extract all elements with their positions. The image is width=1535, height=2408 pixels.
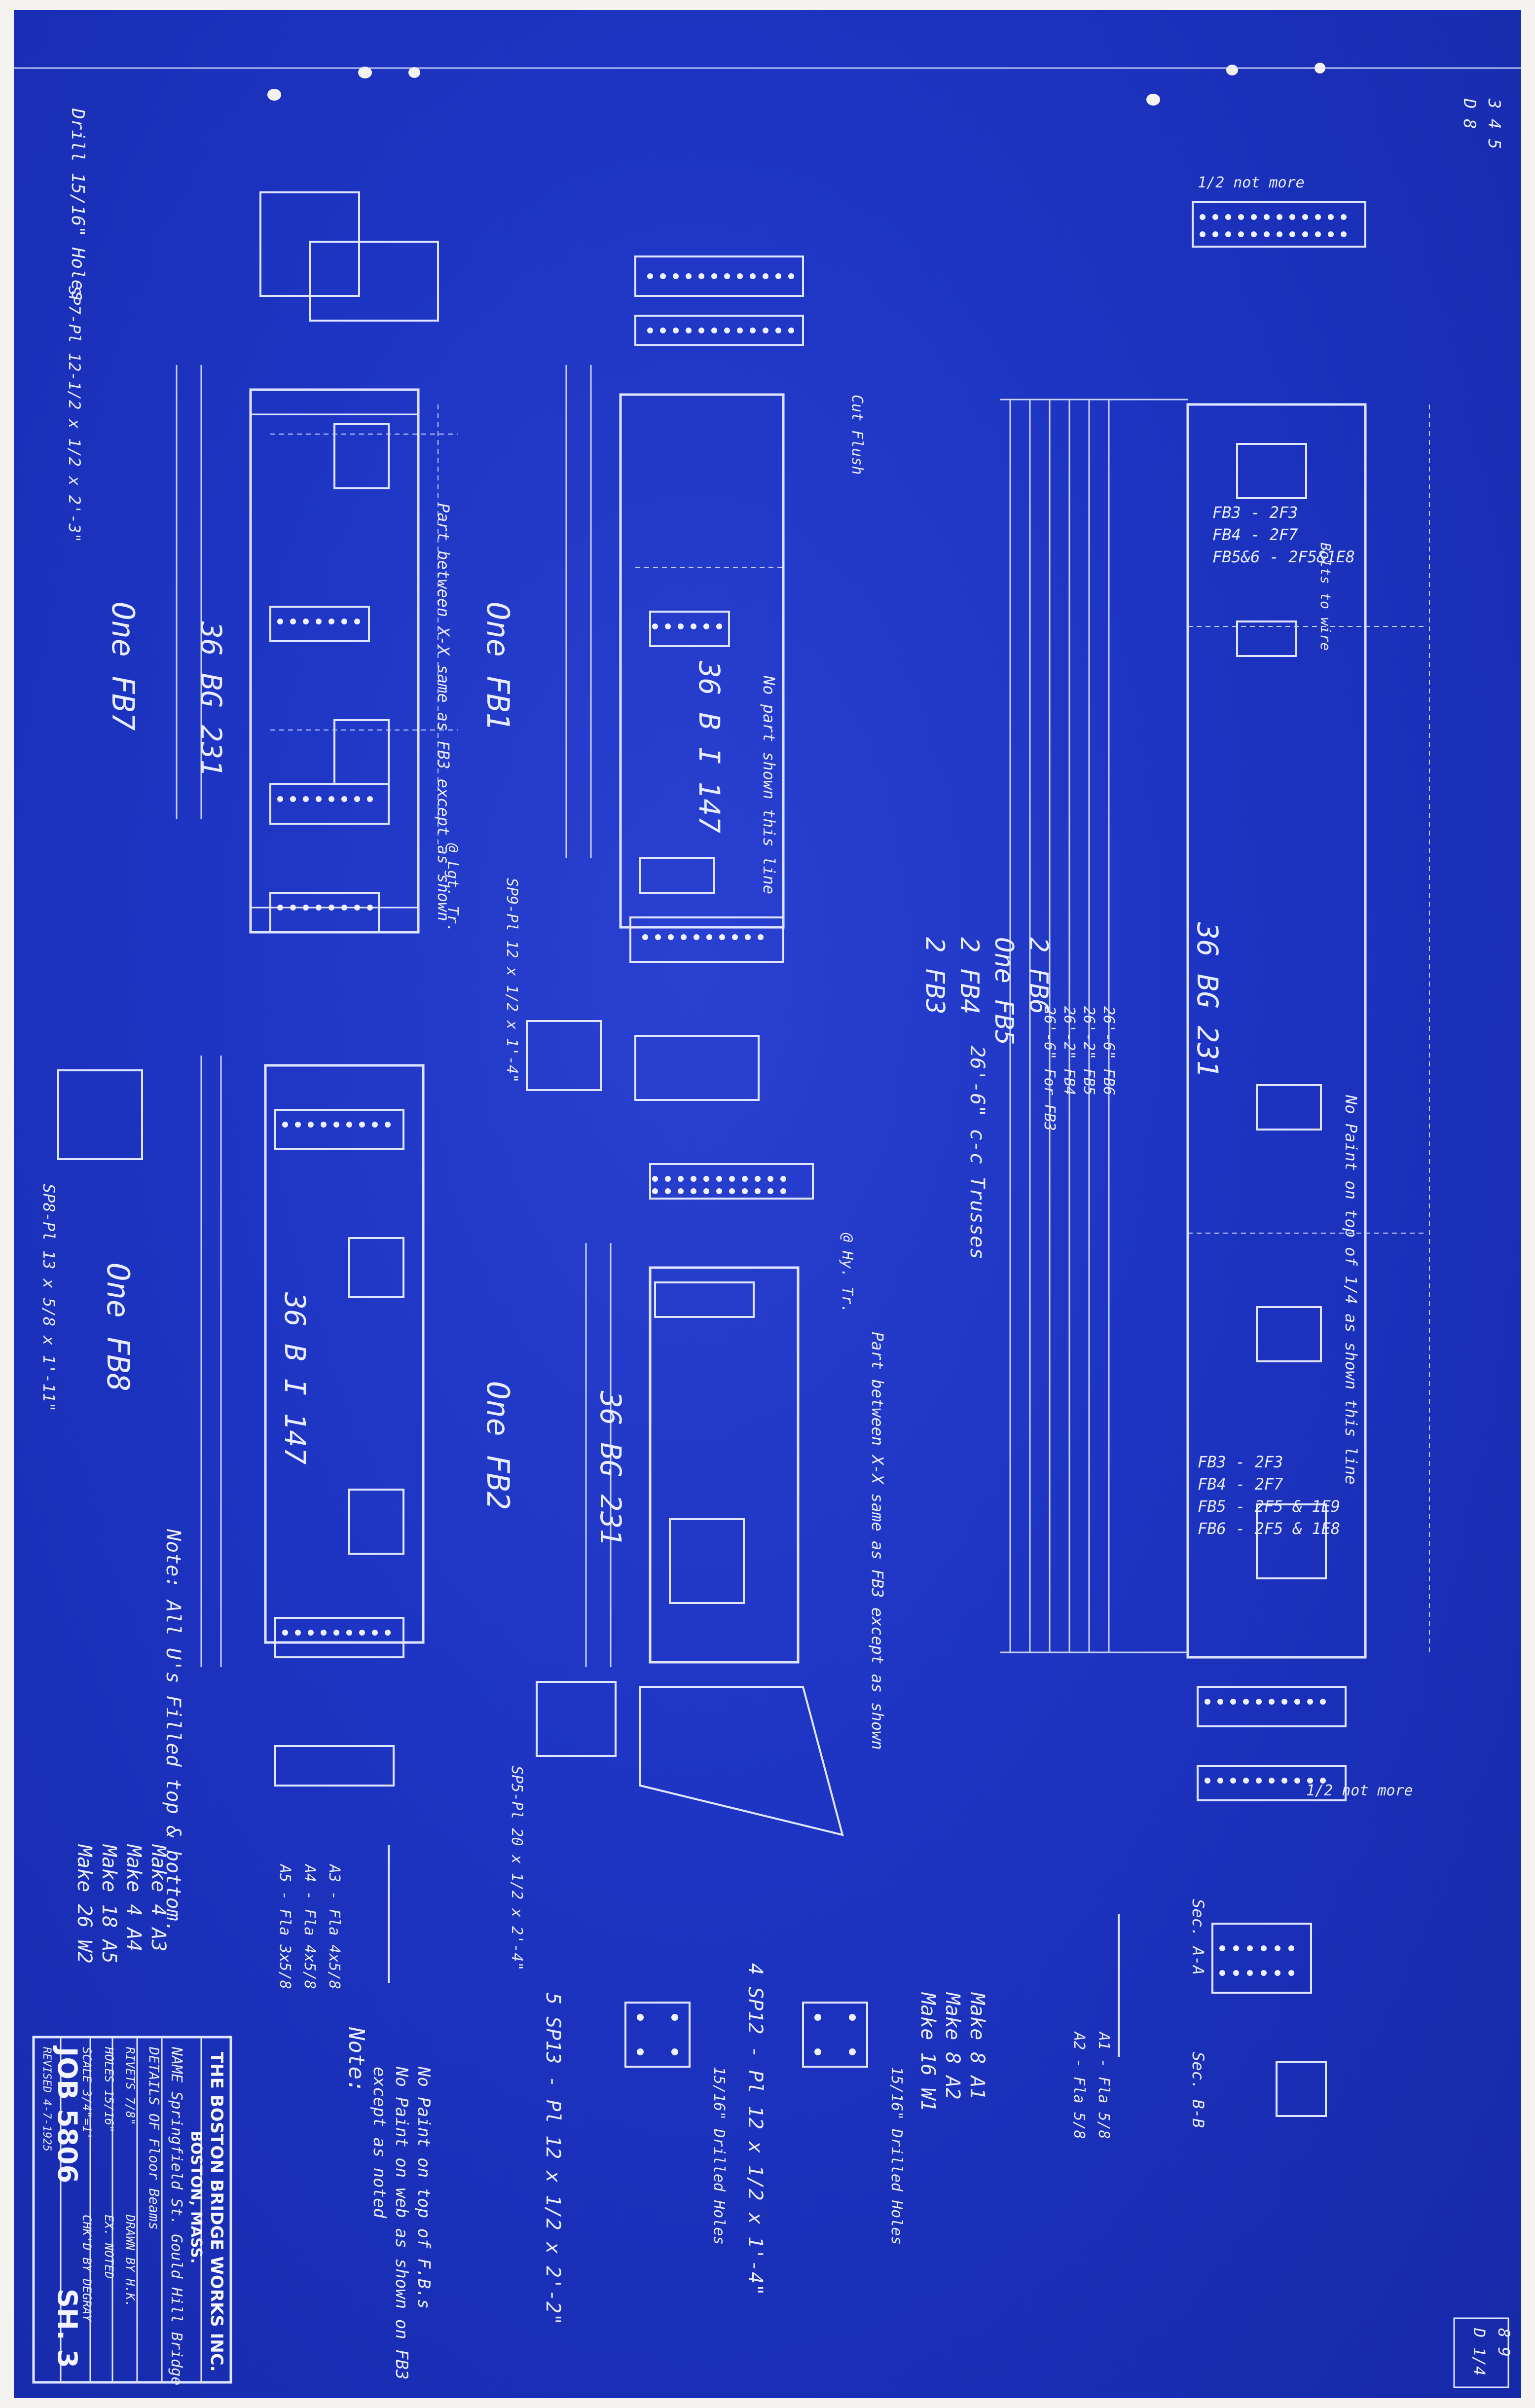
corner-top-1: 3 4 5 <box>1484 98 1504 149</box>
fb-lists: FB3 - 2F3 FB4 - 2F7 FB5&6 - 2F5&1E8 FB3 … <box>1041 503 1355 1538</box>
beam-fb2-title: One FB2 <box>480 1381 516 1510</box>
fb-list-3: FB5 - 2F5 & 1E9 <box>1198 1497 1340 1516</box>
make-2: Make 4 A4 <box>122 1844 145 1952</box>
filled-note: Note: All U's Filled top & bottom. <box>162 1529 184 1933</box>
sp7-label: SP7-Pl 12-1/2 x 1/2 x 2'-3" <box>65 286 84 543</box>
make2-1: Make 8 A1 <box>966 1992 988 2100</box>
title-block: THE BOSTON BRIDGE WORKS INC. BOSTON, MAS… <box>32 2036 232 2385</box>
make-4: Make 26 W2 <box>73 1844 96 1964</box>
section-b: Sec. B-B <box>1189 2052 1207 2128</box>
corner-top-2: D 8 <box>1460 98 1479 129</box>
rivet-holes <box>277 214 1347 1976</box>
fb3-line-1: 2 FB3 <box>920 937 950 1015</box>
no-part-label: No part shown this line <box>760 675 778 894</box>
bottom-note: 1/2 not more <box>1306 1782 1413 1799</box>
general-notes: Note: No Paint on top of F.B.s No Paint … <box>344 2027 434 2380</box>
dim-list-3: 26'-2" FB5 <box>1080 1006 1097 1095</box>
lgt-tr-label: @ Lgt. Tr. <box>444 843 461 933</box>
except-noted: EX. NOTED <box>102 2215 116 2279</box>
fb-list-1: FB3 - 2F3 <box>1198 1453 1283 1471</box>
beam-fb7-section: 36 BG 231 <box>194 621 228 776</box>
details-of: DETAILS OF Floor Beams <box>146 2046 162 2230</box>
corner-bottom-2: D 1/4 <box>1470 2328 1489 2375</box>
part-2: A4 - Fla 4x5/8 <box>301 1863 318 1989</box>
beam-fb3-section: 36 BG 231 <box>1191 922 1224 1077</box>
splice-2: 4 SP12 - Pl 12 x 1/2 x 1'-4" <box>744 1963 767 2296</box>
fb3-group-title: 2 FB3 2 FB4 One FB5 2 FB6 <box>920 937 1053 1045</box>
beam-fb7-title: One FB7 <box>105 602 141 730</box>
scale: SCALE 3/4"=1' <box>80 2047 94 2140</box>
dim-list-1: 26'-6" For FB3 <box>1041 1006 1058 1131</box>
beam-fb2-section: 36 BG 231 <box>594 1390 627 1546</box>
drilled-holes-b: 15/16" Drilled Holes <box>888 2067 905 2245</box>
dim-list-4: 26'-6" FB6 <box>1100 1006 1117 1095</box>
part-4: A1 - Fla 5/8 <box>1095 2031 1112 2139</box>
drill-holes-label: Drill 15/16" Holes <box>68 108 88 301</box>
notes-line-1: No Paint on top of F.B.s <box>414 2066 434 2309</box>
part-3: A5 - Fla 3x5/8 <box>276 1863 293 1989</box>
beam-fb8-section: 36 B I 147 <box>278 1292 312 1464</box>
corner-bottom-1: 8 9 <box>1495 2328 1513 2357</box>
company-city: BOSTON, MASS. <box>187 2131 205 2263</box>
beam-fb2-drawing <box>536 1163 844 1836</box>
sp5-label: SP5-Pl 20 x 1/2 x 2'-4" <box>508 1766 525 1970</box>
beam-fb1-drawing <box>526 255 804 1101</box>
sheet-number: SH. 3 <box>52 2289 83 2368</box>
project-name: NAME Springfield St. Gould Hill Bridge <box>168 2046 185 2385</box>
fb3-line-2: 2 FB4 <box>954 937 984 1015</box>
top-note: 1/2 not more <box>1198 174 1305 191</box>
blueprint-sheet: One FB7 36 BG 231 One FB1 36 B I 147 36 … <box>14 10 1521 2398</box>
detail-plates <box>388 1845 1120 2068</box>
callouts: Drill 15/16" Holes SP7-Pl 12-1/2 x 1/2 x… <box>39 108 1413 2245</box>
part-between-fb2-label: Part between X-X same as FB3 except as s… <box>868 1332 887 1750</box>
make2-2: Make 8 A2 <box>941 1992 964 2100</box>
beam-labels: One FB7 36 BG 231 One FB1 36 B I 147 36 … <box>100 602 1224 1546</box>
part-marks: A3 - Fla 4x5/8 A4 - Fla 4x5/8 A5 - Fla 3… <box>276 1863 1207 2325</box>
company-name: THE BOSTON BRIDGE WORKS INC. <box>207 2052 226 2372</box>
section-a: Sec. A-A <box>1189 1899 1207 1975</box>
no-paint-label: No Paint on top of 1/4 as shown this lin… <box>1342 1095 1360 1485</box>
sp9-label: SP9-Pl 12 x 1/2 x 1'-4" <box>503 878 520 1083</box>
fb-list-2: FB4 - 2F7 <box>1198 1475 1283 1494</box>
fb-top-2: FB4 - 2F7 <box>1212 525 1298 544</box>
sp8-label: SP8-Pl 13 x 5/8 x 1'-11" <box>39 1184 58 1412</box>
rivets-size: RIVETS 7/8" <box>123 2047 137 2125</box>
beam-fb1-section: 36 B I 147 <box>693 660 726 833</box>
checked-by: CHK'D BY DEGRAY <box>80 2215 94 2322</box>
make-3: Make 18 A5 <box>98 1844 120 1964</box>
blueprint-drawing: One FB7 36 BG 231 One FB1 36 B I 147 36 … <box>14 63 1521 2388</box>
make2-3: Make 16 W1 <box>916 1992 939 2112</box>
beam-fb7-drawing <box>176 191 458 934</box>
fb3-line-3: One FB5 <box>989 937 1019 1045</box>
trusses-dimension: 26'-6" c-c Trusses <box>966 1046 988 1259</box>
job-number: JOB 5806 <box>52 2045 83 2183</box>
make-lists: Make 4 A3 Make 4 A4 Make 18 A5 Make 26 W… <box>73 1844 988 2112</box>
fb-top-3: FB5&6 - 2F5&1E8 <box>1212 547 1355 566</box>
part-between-label: Part between X-X same as FB3 except as s… <box>434 503 453 921</box>
beam-fb8-drawing <box>57 1056 425 1787</box>
drilled-holes-a: 15/16" Drilled Holes <box>710 2067 728 2245</box>
cut-flush-label: Cut Flush <box>848 395 866 475</box>
drawn-by: DRAWN BY H.K. <box>123 2214 137 2307</box>
beam-fb1-title: One FB1 <box>480 602 516 730</box>
beam-fb3-drawing <box>1000 201 1430 2117</box>
holes-size: HOLES 15/16" <box>102 2046 116 2132</box>
splice-1: 5 SP13 - Pl 12 x 1/2 x 2'-2" <box>542 1993 564 2325</box>
notes-line-2: No Paint on web as shown on FB3 <box>392 2066 411 2380</box>
revised-date: REVISED 4-7-1925 <box>40 2047 53 2152</box>
make-1: Make 4 A3 <box>147 1844 170 1952</box>
bolts-label: Bolts to wire <box>1317 543 1334 651</box>
notes-line-3: except as noted <box>369 2067 389 2219</box>
fb3-line-4: 2 FB6 <box>1023 937 1053 1015</box>
notes-head: Note: <box>344 2027 369 2092</box>
hy-tr-label: @ Hy. Tr. <box>839 1233 856 1313</box>
fb-list-4: FB6 - 2F5 & 1E8 <box>1198 1519 1340 1538</box>
fb-top-1: FB3 - 2F3 <box>1212 503 1298 522</box>
part-5: A2 - Fla 5/8 <box>1070 2031 1088 2139</box>
dim-list-2: 26'-2" FB4 <box>1060 1006 1078 1095</box>
part-1: A3 - Fla 4x5/8 <box>326 1863 343 1989</box>
corner-marks: 3 4 5 D 8 8 9 D 1/4 <box>1453 98 1513 2388</box>
punch-holes <box>267 63 1325 106</box>
beam-fb8-title: One FB8 <box>100 1263 136 1391</box>
